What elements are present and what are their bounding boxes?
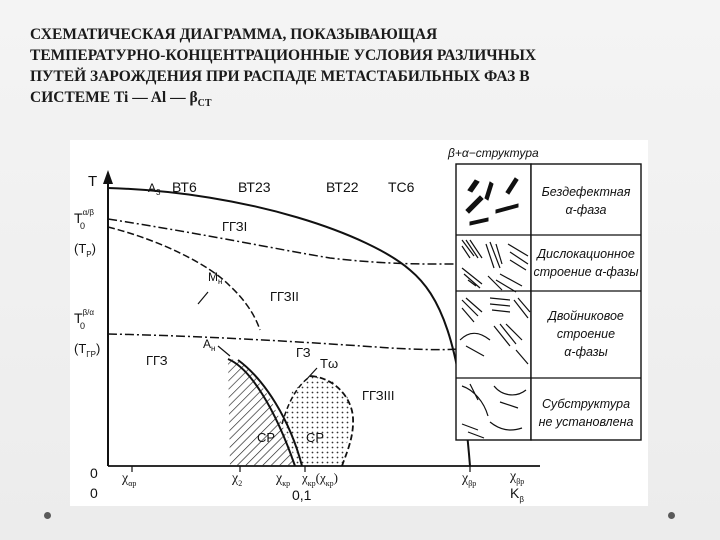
t0-alpha-beta-line <box>107 218 459 265</box>
an-arrow <box>217 345 231 357</box>
region-gz: ГЗ <box>296 345 311 360</box>
structure-2-line-1: Дислокационное <box>535 247 635 261</box>
chi-kr1-label: χкр <box>275 471 290 488</box>
an-curve-1 <box>227 358 296 467</box>
y-axis-title: T <box>88 173 97 190</box>
micrograph-substructure <box>461 383 527 439</box>
chi-kr2-label: χкр(χкр) <box>301 470 338 488</box>
x-origin-bottom: 0 <box>90 485 98 501</box>
structure-2-line-2: строение α-фазы <box>533 265 638 279</box>
structure-3-line-2: строение <box>557 327 615 341</box>
micrograph-frame <box>455 163 532 441</box>
mn-arrow <box>197 291 209 305</box>
curve-labels: А3 Мн Ан Tω <box>148 181 338 371</box>
t-omega-curve <box>310 375 354 467</box>
sr-dotted-region <box>282 376 352 466</box>
chi-beta-p-label-2: χβр <box>509 469 524 486</box>
region-sr-1: СР <box>257 430 275 445</box>
micrograph-defect-free <box>465 177 519 226</box>
chi-beta-p-label: χβр <box>461 471 476 488</box>
t-omega-arrow <box>305 367 318 381</box>
region-ggz2: ГГЗII <box>270 289 299 304</box>
micrograph-dislocation <box>461 239 529 293</box>
structure-1-line-2: α-фаза <box>565 203 606 217</box>
alloy-labels: ВТ6 ВТ23 ВТ22 ТС6 <box>172 179 415 195</box>
mn-label: Мн <box>208 270 222 286</box>
kb-label: Kβ <box>510 485 524 504</box>
region-sr-2: СР <box>306 430 324 445</box>
structure-header: β+α−структура <box>447 146 539 160</box>
structure-text-frame <box>530 163 642 441</box>
title-line-2: ТЕМПЕРАТУРНО-КОНЦЕНТРАЦИОННЫЕ УСЛОВИЯ РА… <box>30 47 537 64</box>
alloy-vt6: ВТ6 <box>172 179 197 195</box>
title-line-1: СХЕМАТИЧЕСКАЯ ДИАГРАММА, ПОКАЗЫВАЮЩАЯ <box>30 26 438 43</box>
t0-beta-alpha-line <box>107 333 459 351</box>
structure-4-line-1: Субструктура <box>542 397 630 411</box>
title-line-3: ПУТЕЙ ЗАРОЖДЕНИЯ ПРИ РАСПАДЕ МЕТАСТАБИЛЬ… <box>30 68 530 85</box>
micrograph-twins <box>459 297 531 365</box>
structure-3-line-1: Двойниковое <box>546 309 624 323</box>
value-0-1-label: 0,1 <box>292 487 312 503</box>
title-beta-subscript: СТ <box>197 98 212 110</box>
slide-dot-right <box>668 512 675 519</box>
y-axis-arrow <box>103 170 113 184</box>
tp-label: (TP) <box>74 241 96 259</box>
chi-alpha-p-label: χαр <box>121 471 136 488</box>
tgr-label: (TГР) <box>74 341 100 359</box>
alloy-ts6: ТС6 <box>388 179 415 195</box>
title-beta-symbol: β <box>189 89 198 106</box>
region-ggz3: ГГЗIII <box>362 388 394 403</box>
structure-3-line-3: α-фазы <box>564 345 607 359</box>
microstructure-column: β+α−структура <box>447 146 642 441</box>
an-label: Ан <box>203 337 215 353</box>
slide-dot-left <box>44 512 51 519</box>
an-curve-2 <box>237 359 303 467</box>
x-origin-top: 0 <box>90 465 98 481</box>
structure-1-line-1: Бездефектная <box>542 185 631 199</box>
title-line-4: СИСТЕМЕ Ti — Al — βСТ <box>30 87 700 114</box>
slide-title: СХЕМАТИЧЕСКАЯ ДИАГРАММА, ПОКАЗЫВАЮЩАЯ ТЕ… <box>30 24 700 114</box>
t-omega-label: Tω <box>320 356 338 371</box>
region-labels: ГГЗI ГГЗII ГГЗIII ГГЗ ГЗ СР СР <box>146 219 394 445</box>
region-ggz: ГГЗ <box>146 353 168 368</box>
region-ggz1: ГГЗI <box>222 219 247 234</box>
alloy-vt22: ВТ22 <box>326 179 359 195</box>
sr-hatched-region <box>228 359 295 466</box>
arrows <box>197 291 318 381</box>
chi-2-label: χ2 <box>231 471 242 488</box>
x-axis-labels: 0 0 χαр χ2 χкр χкр(χкр) 0,1 χβр Kβ χβр <box>90 465 524 504</box>
structure-4-line-2: не установлена <box>539 415 634 429</box>
ms-curve <box>107 226 261 331</box>
alloy-vt23: ВТ23 <box>238 179 271 195</box>
title-line-4-text: СИСТЕМЕ Ti — Al — <box>30 89 190 106</box>
a3-label: А3 <box>148 181 161 197</box>
